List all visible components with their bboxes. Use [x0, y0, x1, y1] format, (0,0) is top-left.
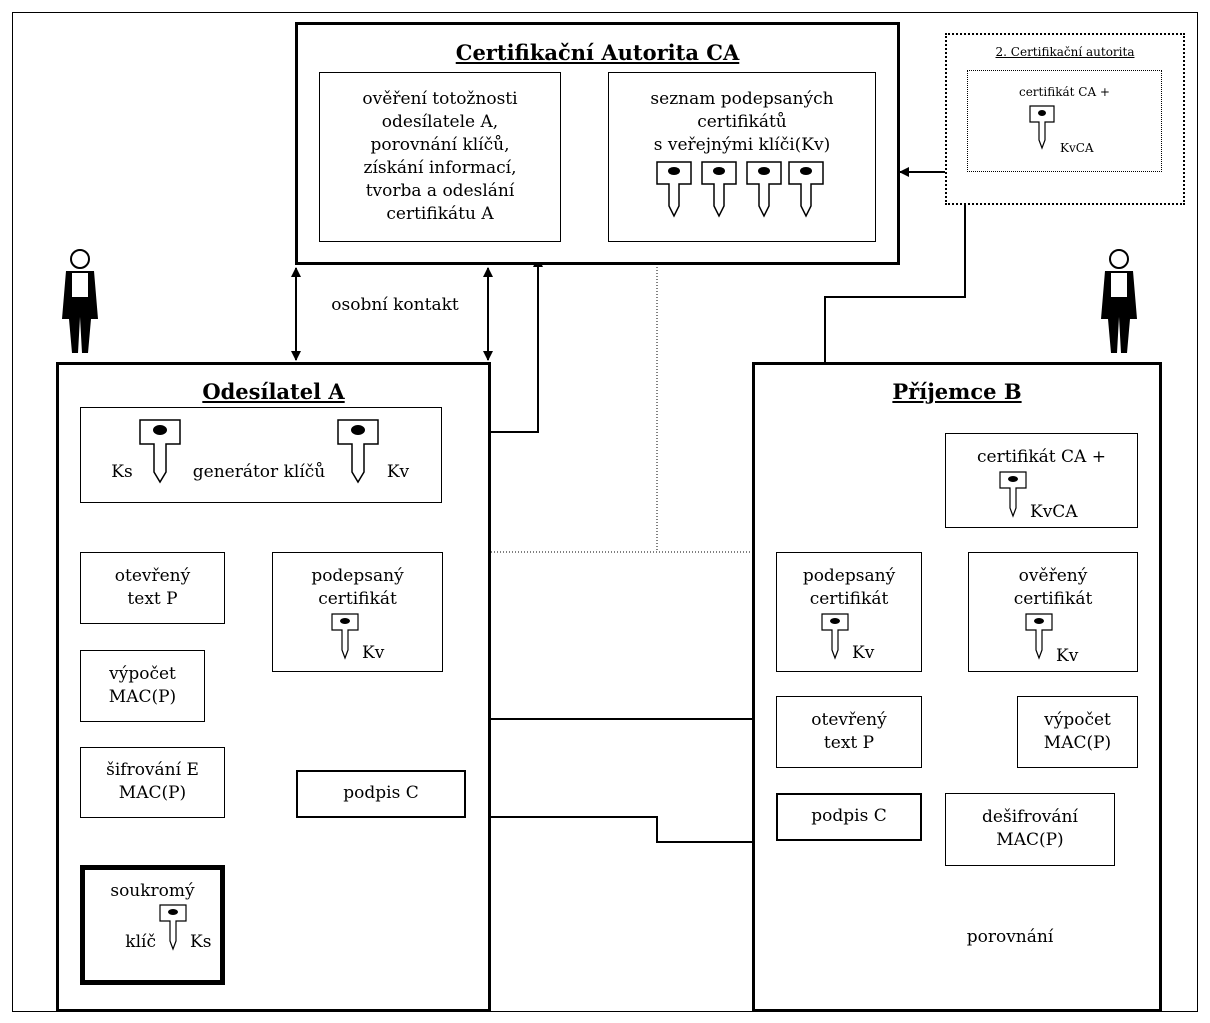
key-icon — [820, 612, 850, 666]
sender-signature-label: podpis C — [343, 783, 419, 803]
personal-contact-label: osobní kontakt — [331, 295, 459, 315]
key-icon — [336, 418, 380, 490]
receiver-verified-cert-key-label: Kv — [1056, 646, 1079, 666]
receiver-ca-cert-box — [945, 433, 1138, 528]
receiver-signed-cert-box — [776, 552, 922, 672]
ca2-inner-box — [967, 70, 1162, 172]
receiver-signed-cert-key-label: Kv — [852, 643, 875, 663]
person-icon-receiver — [1097, 247, 1141, 359]
connector-signature-transfer — [466, 816, 777, 847]
receiver-title: Příjemce B — [892, 379, 1022, 404]
key-icon — [745, 160, 783, 224]
diagram-frame — [12, 12, 1198, 1012]
ca-title: Certifikační Autorita CA — [455, 40, 740, 65]
receiver-ca-cert-label: certifikát CA + — [977, 447, 1106, 467]
kv-label: Kv — [386, 462, 410, 482]
ca-certificate-list-box — [608, 72, 876, 242]
receiver-ca-key-label: KvCA — [1030, 502, 1078, 522]
sender-signed-cert-key-label: Kv — [362, 643, 385, 663]
key-icon — [330, 612, 360, 666]
receiver-plaintext-box — [776, 696, 922, 768]
sender-signed-cert-box — [272, 552, 443, 672]
ca2-title: 2. Certifikační autorita — [995, 45, 1135, 59]
receiver-mac-box — [1017, 696, 1138, 768]
person-icon-sender — [58, 247, 102, 359]
sender-encryption-box — [80, 747, 225, 818]
compare-label: porovnání — [966, 927, 1054, 947]
private-key-box — [80, 865, 225, 985]
ca2-cert-label: certifikát CA + — [1018, 85, 1110, 99]
key-icon — [655, 160, 693, 224]
key-icon — [1024, 612, 1054, 666]
receiver-verified-cert-box — [968, 552, 1138, 672]
receiver-signature-label: podpis C — [811, 806, 887, 826]
key-generator-label: generátor klíčů — [192, 462, 326, 482]
sender-signature-box — [296, 770, 466, 818]
private-key-label: soukromý — [110, 881, 195, 901]
private-key-ks-label: Ks — [190, 932, 212, 952]
sender-title: Odesílatel A — [202, 379, 345, 404]
key-icon — [998, 470, 1028, 524]
key-icon — [700, 160, 738, 224]
receiver-decryption-box — [945, 793, 1115, 866]
ks-label: Ks — [111, 462, 133, 482]
key-icon — [158, 903, 188, 957]
key-generator-box — [80, 407, 442, 503]
ca2-key-label: KvCA — [1060, 141, 1094, 155]
sender-mac-box — [80, 650, 205, 722]
private-key-word: klíč — [125, 932, 156, 952]
key-icon — [1028, 104, 1056, 156]
ca-verification-box — [319, 72, 561, 242]
receiver-signature-box — [776, 793, 922, 841]
key-icon — [138, 418, 182, 490]
sender-plaintext-box — [80, 552, 225, 624]
key-icon — [787, 160, 825, 224]
